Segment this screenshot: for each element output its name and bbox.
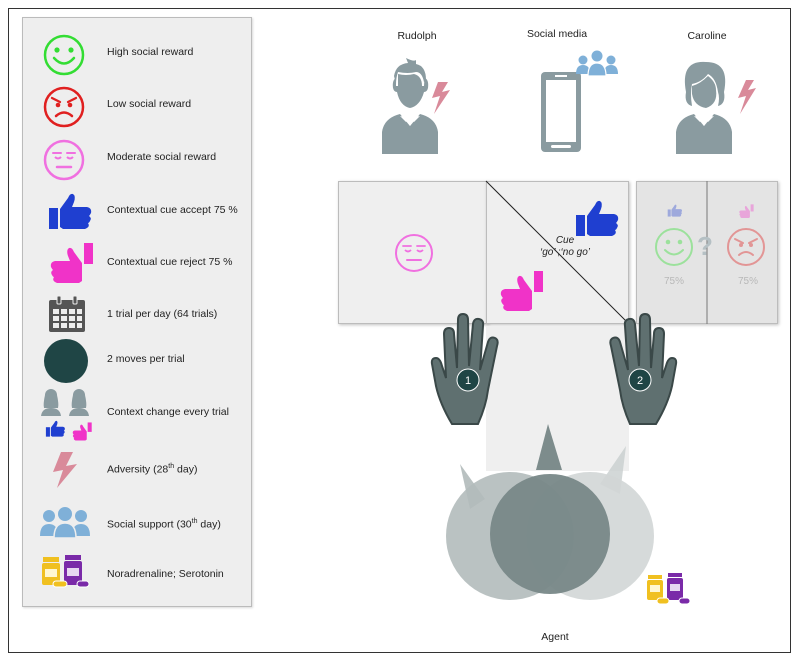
pill-bottles-icon <box>647 573 691 605</box>
figure-frame <box>8 8 791 653</box>
thumbs-up-icon <box>576 200 619 236</box>
agent-column <box>486 326 629 471</box>
left-hand-icon: 1 <box>430 312 499 425</box>
social-media-phone-icon <box>541 50 618 152</box>
label-caroline: Caroline <box>687 30 727 42</box>
legend-label-trial-per-day: 1 trial per day (64 trials) <box>107 308 218 320</box>
move-number-1: 1 <box>465 375 471 387</box>
cue-label-line1: Cue <box>555 235 575 246</box>
legend-label-adversity: Adversity (28th day) <box>107 463 198 476</box>
left-percentage: 75% <box>664 276 685 287</box>
thumbs-up-icon <box>667 204 683 217</box>
dark-circle-icon <box>44 339 88 383</box>
neutral-face-icon <box>43 139 85 181</box>
legend-item-low-reward: Low social reward <box>23 78 253 128</box>
angry-face-icon <box>43 86 85 128</box>
legend-label-high-reward: High social reward <box>107 46 194 58</box>
rudolph-person-icon <box>382 58 450 154</box>
legend-label-moderate-reward: Moderate social reward <box>107 151 217 163</box>
legend-label-cue-accept: Contextual cue accept 75 % <box>107 204 238 216</box>
neutral-face-icon <box>395 234 433 272</box>
agent-figure <box>446 424 654 600</box>
cue-label-line2: ‘go’ ;‘no go’ <box>539 247 591 258</box>
agent-label: Agent <box>541 631 569 643</box>
legend-label-cue-reject: Contextual cue reject 75 % <box>107 256 233 268</box>
legend-item-adversity: Adversity (28th day) <box>23 446 253 496</box>
caroline-person-icon <box>676 61 756 154</box>
question-mark: ? <box>697 231 713 261</box>
legend-panel: High social reward Low social reward Mod… <box>22 17 252 607</box>
legend-item-context-change: Context change every trial <box>23 386 253 446</box>
legend-label-context-change: Context change every trial <box>107 406 229 418</box>
thumbs-up-icon <box>49 193 92 229</box>
legend-item-high-reward: High social reward <box>23 26 253 76</box>
legend-label-moves: 2 moves per trial <box>107 353 185 365</box>
pill-bottles-icon <box>42 555 90 588</box>
legend-item-cue-accept: Contextual cue accept 75 % <box>23 184 253 234</box>
label-social-media: Social media <box>526 28 588 40</box>
cue-diagonal-line <box>485 180 630 325</box>
cue-label: Cue ‘go’ ;‘no go’ <box>530 235 600 259</box>
thumbs-down-icon <box>500 271 543 311</box>
right-percentage: 75% <box>738 276 759 287</box>
angry-face-icon <box>727 228 765 266</box>
legend-item-trial-per-day: 1 trial per day (64 trials) <box>23 288 253 338</box>
legend-item-cue-reject: Contextual cue reject 75 % <box>23 236 253 286</box>
thumbs-down-icon <box>50 243 93 283</box>
context-change-icon <box>41 389 92 441</box>
people-icon <box>40 507 90 539</box>
legend-label-social-support: Social support (30th day) <box>107 518 221 531</box>
legend-item-social-support: Social support (30th day) <box>23 498 253 548</box>
hidden-outcome-divider <box>706 181 708 324</box>
happy-face-icon <box>655 228 693 266</box>
lightning-icon <box>53 452 77 488</box>
thumbs-down-icon <box>739 204 754 218</box>
legend-item-neuromodulators: Noradrenaline; Serotonin <box>23 548 253 598</box>
legend-item-moderate-reward: Moderate social reward <box>23 131 253 181</box>
move-number-2: 2 <box>637 375 643 387</box>
happy-face-icon <box>43 34 85 76</box>
legend-label-neuromodulators: Noradrenaline; Serotonin <box>107 568 224 580</box>
legend-item-moves: 2 moves per trial <box>23 336 253 386</box>
legend-label-low-reward: Low social reward <box>107 98 192 110</box>
right-hand-icon: 2 <box>609 312 678 425</box>
context-panel-left <box>338 181 488 324</box>
label-rudolph: Rudolph <box>397 30 437 42</box>
calendar-icon <box>49 295 85 332</box>
